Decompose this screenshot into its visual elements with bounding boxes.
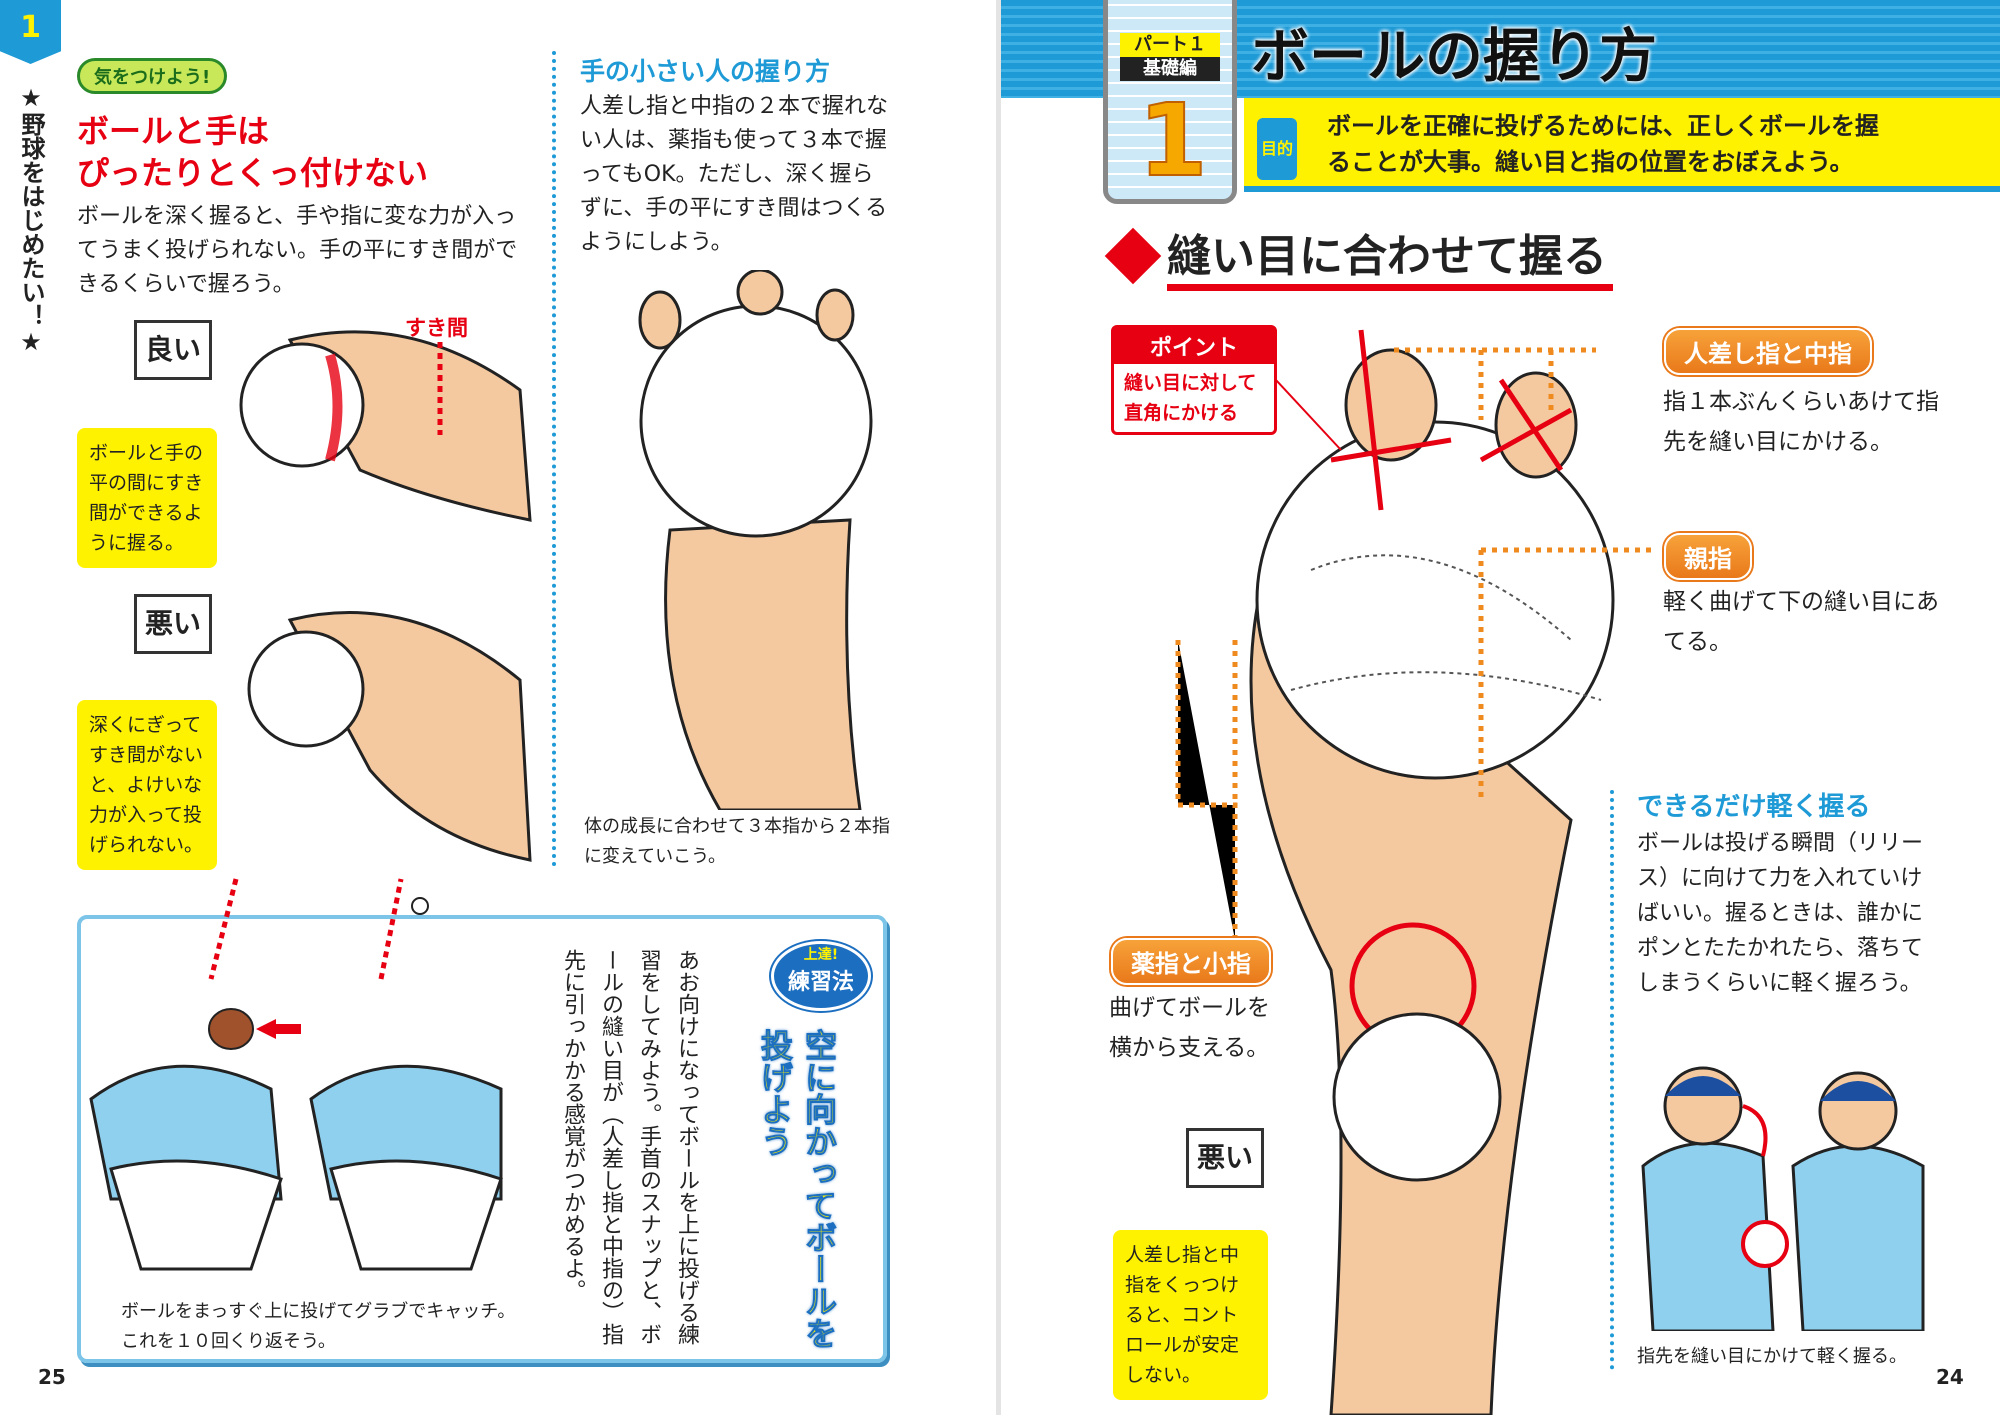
index-middle-label: 人差し指と中指	[1664, 328, 1872, 375]
spine	[996, 0, 1001, 1415]
bad-sign: 悪い	[134, 594, 212, 654]
purpose-line-2: ることが大事。縫い目と指の位置をおぼえよう。	[1327, 148, 1854, 176]
main-ball	[1255, 420, 1615, 780]
light-grip-caption: 指先を縫い目にかけて軽く握る。	[1637, 1346, 1907, 1367]
grip-illustrations	[239, 330, 532, 862]
players-illustration	[1641, 1066, 1925, 1331]
gap-label: すき間	[405, 316, 468, 340]
purpose-text: ボールを正確に投げるためには、正しくボールを握 ることが大事。縫い目と指の位置を…	[1327, 108, 1879, 180]
diamond-icon	[1104, 227, 1162, 285]
page-title: ボールの握り方	[1251, 22, 1658, 90]
purpose-band	[1244, 98, 2000, 192]
thumb-text: 軽く曲げて下の縫い目にあてる。	[1663, 589, 1939, 655]
practice-badge-main: 練習法	[787, 970, 854, 995]
divider-dotted	[552, 51, 556, 867]
light-grip-title: できるだけ軽く握る	[1637, 792, 1871, 822]
part-box: パート１ 基礎編 1	[1103, 0, 1237, 204]
purpose-line-1: ボールを正確に投げるためには、正しくボールを握	[1327, 112, 1879, 140]
ball-bad	[247, 630, 365, 748]
heading-line-2: ぴったりとくっ付けない	[77, 154, 429, 192]
left-page: 1 ★野球をはじめたい！★ 気をつけよう! ボールと手は ぴったりとくっ付けない…	[0, 0, 995, 1415]
side-title: ★野球をはじめたい！★	[17, 84, 45, 356]
small-hands-caption: 体の成長に合わせて３本指から２本指に変えていこう。	[584, 816, 890, 867]
page-number-left: 25	[38, 1365, 66, 1389]
part-number: 1	[1137, 82, 1209, 199]
heading-line-1: ボールと手は	[77, 112, 270, 150]
practice-illustration	[89, 878, 503, 1271]
thumb-label: 親指	[1664, 533, 1752, 580]
light-grip-body: ボールは投げる瞬間（リリース）に向けて力を入れていけばいい。握るときは、誰かにポ…	[1637, 831, 1924, 996]
good-sign: 良い	[134, 320, 212, 380]
caution-badge: 気をつけよう!	[77, 58, 228, 94]
practice-box: 上達! 練習法 空に向かってボールを投げよう あお向けになってボールを上に投げる…	[77, 878, 887, 1363]
practice-title: 空に向かってボールを投げよう	[756, 1029, 839, 1350]
right-page: パート１ 基礎編 1 ボールの握り方 目的 ボールを正確に投げるためには、正しく…	[1001, 0, 2000, 1415]
divider-dotted-right	[1610, 790, 1614, 1370]
practice-caption-line-1: ボールをまっすぐ上に投げてグラブでキャッチ。	[121, 1301, 516, 1322]
small-hands-title: 手の小さい人の握り方	[580, 57, 831, 86]
good-note: ボールと手の平の間にすき間ができるように握る。	[77, 428, 217, 568]
ball-good	[239, 342, 365, 468]
part-label: パート１	[1120, 33, 1220, 57]
caution-intro: ボールを深く握ると、手や指に変な力が入ってうまく投げられない。手の平にすき間がで…	[77, 204, 518, 297]
practice-body: あお向けになってボールを上に投げる練習をしてみよう。手首のスナップと、ボールの縫…	[560, 949, 699, 1345]
section-title: 縫い目に合わせて握る	[1167, 220, 1613, 291]
page-number-right: 24	[1936, 1365, 1964, 1389]
index-middle-text: 指１本ぶんくらいあけて指先を縫い目にかける。	[1663, 389, 1939, 455]
practice-caption-line-2: これを１０回くり返そう。	[121, 1331, 336, 1352]
three-finger-grip-illustration	[638, 270, 873, 810]
caution-heading: ボールと手は ぴったりとくっ付けない	[77, 110, 428, 194]
ring-pinky-label: 薬指と小指	[1111, 938, 1271, 985]
point-text: 縫い目に対して直角にかける	[1124, 372, 1257, 424]
practice-badge: 上達! 練習法	[771, 941, 871, 1011]
bad-note-right: 人差し指と中指をくっつけると、コントロールが安定しない。	[1113, 1230, 1268, 1400]
bad-note: 深くにぎってすき間がないと、よけいな力が入って投げられない。	[77, 700, 217, 870]
part-sub: 基礎編	[1120, 57, 1220, 81]
practice-badge-top: 上達!	[803, 947, 839, 963]
point-box: ポイント 縫い目に対して直角にかける	[1111, 325, 1277, 435]
grip-main-illustration	[1175, 329, 1651, 1415]
small-hands-body: 人差し指と中指の２本で握れない人は、薬指も使って３本で握ってもOK。ただし、深く…	[580, 94, 889, 255]
purpose-icon: 目的	[1257, 118, 1297, 180]
ring-pinky-text: 曲げてボールを横から支える。	[1109, 995, 1270, 1061]
bad-sign-right: 悪い	[1186, 1128, 1264, 1188]
chapter-tab: 1	[0, 0, 61, 64]
practice-caption: ボールをまっすぐ上に投げてグラブでキャッチ。 これを１０回くり返そう。	[121, 1297, 541, 1357]
point-label: ポイント	[1114, 328, 1274, 364]
